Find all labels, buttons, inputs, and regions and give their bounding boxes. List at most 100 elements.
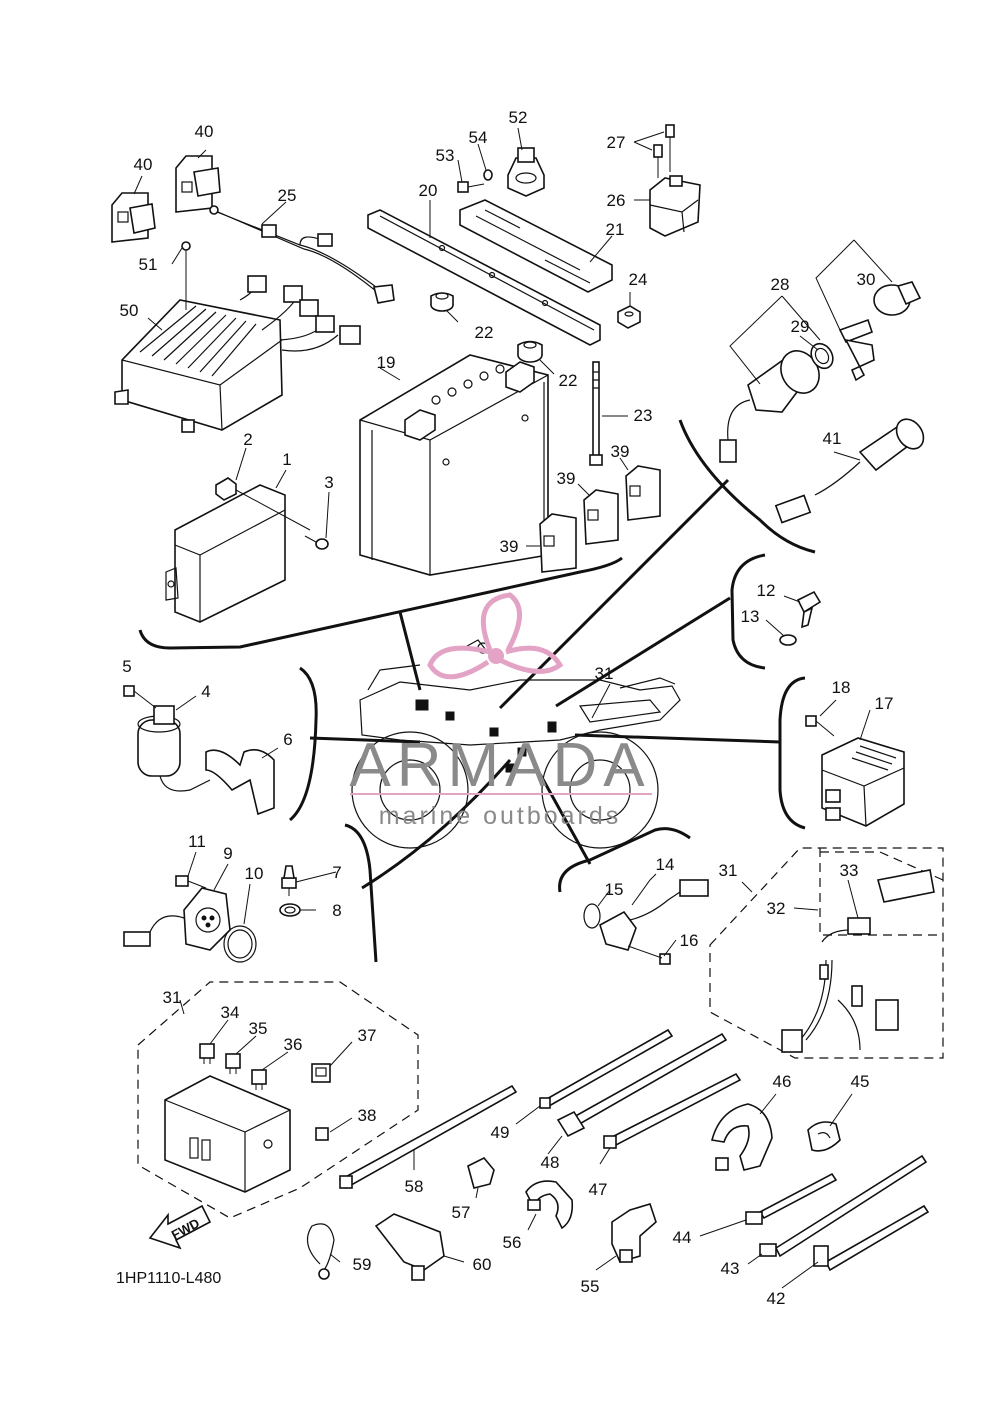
callout-22-a: 22: [475, 323, 494, 342]
callout-8: 8: [332, 901, 341, 920]
callout-13: 13: [741, 607, 760, 626]
control-unit-50: [114, 241, 361, 433]
relay-40-a: [111, 192, 156, 243]
relay-39-b: [583, 489, 619, 545]
bolt-18: [805, 715, 835, 737]
callout-16: 16: [680, 931, 699, 950]
callout-33: 33: [840, 861, 859, 880]
damper-22-a: [430, 292, 454, 312]
connector-33: [821, 869, 935, 943]
callout-44: 44: [673, 1228, 692, 1247]
socket-41: [774, 418, 925, 524]
callout-53: 53: [436, 146, 455, 165]
clip-57: [467, 1157, 495, 1189]
callout-56: 56: [503, 1233, 522, 1252]
clip-59: [306, 1223, 335, 1280]
watermark: ARMADA marine outboards: [349, 592, 652, 830]
callout-21: 21: [606, 220, 625, 239]
bolt-53: [457, 181, 485, 193]
callout-1: 1: [282, 450, 291, 469]
fuse-38: [315, 1127, 329, 1141]
callout-31-harness: 31: [719, 861, 738, 880]
nut-24: [617, 305, 641, 329]
cable-tie-43: [759, 1154, 928, 1258]
callout-50: 50: [120, 301, 139, 320]
callout-27: 27: [607, 133, 626, 152]
callout-29: 29: [791, 317, 810, 336]
washer-13: [779, 634, 797, 646]
callout-7: 7: [332, 863, 341, 882]
dashed-outlines: [137, 847, 944, 1219]
callout-54: 54: [469, 128, 488, 147]
clamp-45: [807, 1121, 841, 1152]
callout-25: 25: [278, 186, 297, 205]
fuse-36: [251, 1069, 267, 1090]
switch-7: [281, 865, 297, 896]
callout-34: 34: [221, 1003, 240, 1022]
cable-tie-58: [338, 1084, 518, 1190]
callout-31-vehicle: 31: [595, 664, 614, 683]
clamp-46: [710, 1103, 773, 1171]
fuse-34: [199, 1043, 215, 1064]
fuse-37: [311, 1063, 331, 1083]
forward-arrow: FWD: [148, 1204, 212, 1250]
starter-relay-26: [649, 175, 701, 237]
sensor-52: [507, 147, 545, 197]
clamp-55: [611, 1203, 657, 1263]
callout-4: 4: [201, 682, 210, 701]
gasket-8: [279, 903, 301, 917]
plug-cap-6: [205, 749, 275, 816]
leader-lines: [133, 127, 893, 1289]
o-ring-15: [583, 903, 601, 929]
cap-30: [873, 281, 922, 316]
sensor-12: [796, 590, 822, 629]
callout-39-c: 39: [500, 537, 519, 556]
callout-41: 41: [823, 429, 842, 448]
callout-59: 59: [353, 1255, 372, 1274]
bolt-16: [627, 945, 671, 965]
callout-11: 11: [188, 832, 206, 851]
callout-55: 55: [581, 1277, 600, 1296]
cable-tie-49: [539, 1028, 674, 1109]
o-ring-10: [223, 925, 257, 963]
bolt-27-a: [653, 144, 663, 178]
fuse-box: [164, 1075, 291, 1193]
watermark-brand: ARMADA: [349, 731, 650, 800]
battery-band-20: [367, 209, 601, 346]
sensor-14: [599, 879, 709, 951]
callout-58: 58: [405, 1177, 424, 1196]
callout-5: 5: [122, 657, 131, 676]
callout-20: 20: [419, 181, 438, 200]
callout-51: 51: [139, 255, 158, 274]
cable-tie-42: [813, 1204, 930, 1272]
callout-14: 14: [656, 855, 675, 874]
clip-60: [374, 1213, 445, 1281]
callout-31-fuse-box: 31: [163, 988, 182, 1007]
battery-cover-21: [459, 199, 613, 293]
callout-3: 3: [324, 473, 333, 492]
callout-15: 15: [605, 880, 624, 899]
callout-2: 2: [243, 430, 252, 449]
callout-36: 36: [284, 1035, 303, 1054]
callout-35: 35: [249, 1019, 268, 1038]
callout-47: 47: [589, 1180, 608, 1199]
regulator-17: [821, 737, 905, 827]
key-set: [838, 318, 875, 382]
damper-22-b: [517, 340, 543, 363]
callout-24: 24: [629, 270, 648, 289]
relay-39-a: [625, 465, 661, 521]
wire-harness-31: [781, 959, 899, 1053]
callout-45: 45: [851, 1072, 870, 1091]
cable-tie-44: [745, 1172, 838, 1225]
washer-54: [483, 169, 493, 181]
group-frames: [138, 419, 816, 963]
cdi-unit-1: [165, 484, 286, 623]
fuse-35: [225, 1053, 241, 1074]
callout-48: 48: [541, 1153, 560, 1172]
callout-19: 19: [377, 353, 396, 372]
callout-38: 38: [358, 1106, 377, 1125]
callout-39-a: 39: [611, 442, 630, 461]
callout-23: 23: [634, 406, 653, 425]
cable-tie-47: [603, 1072, 742, 1149]
